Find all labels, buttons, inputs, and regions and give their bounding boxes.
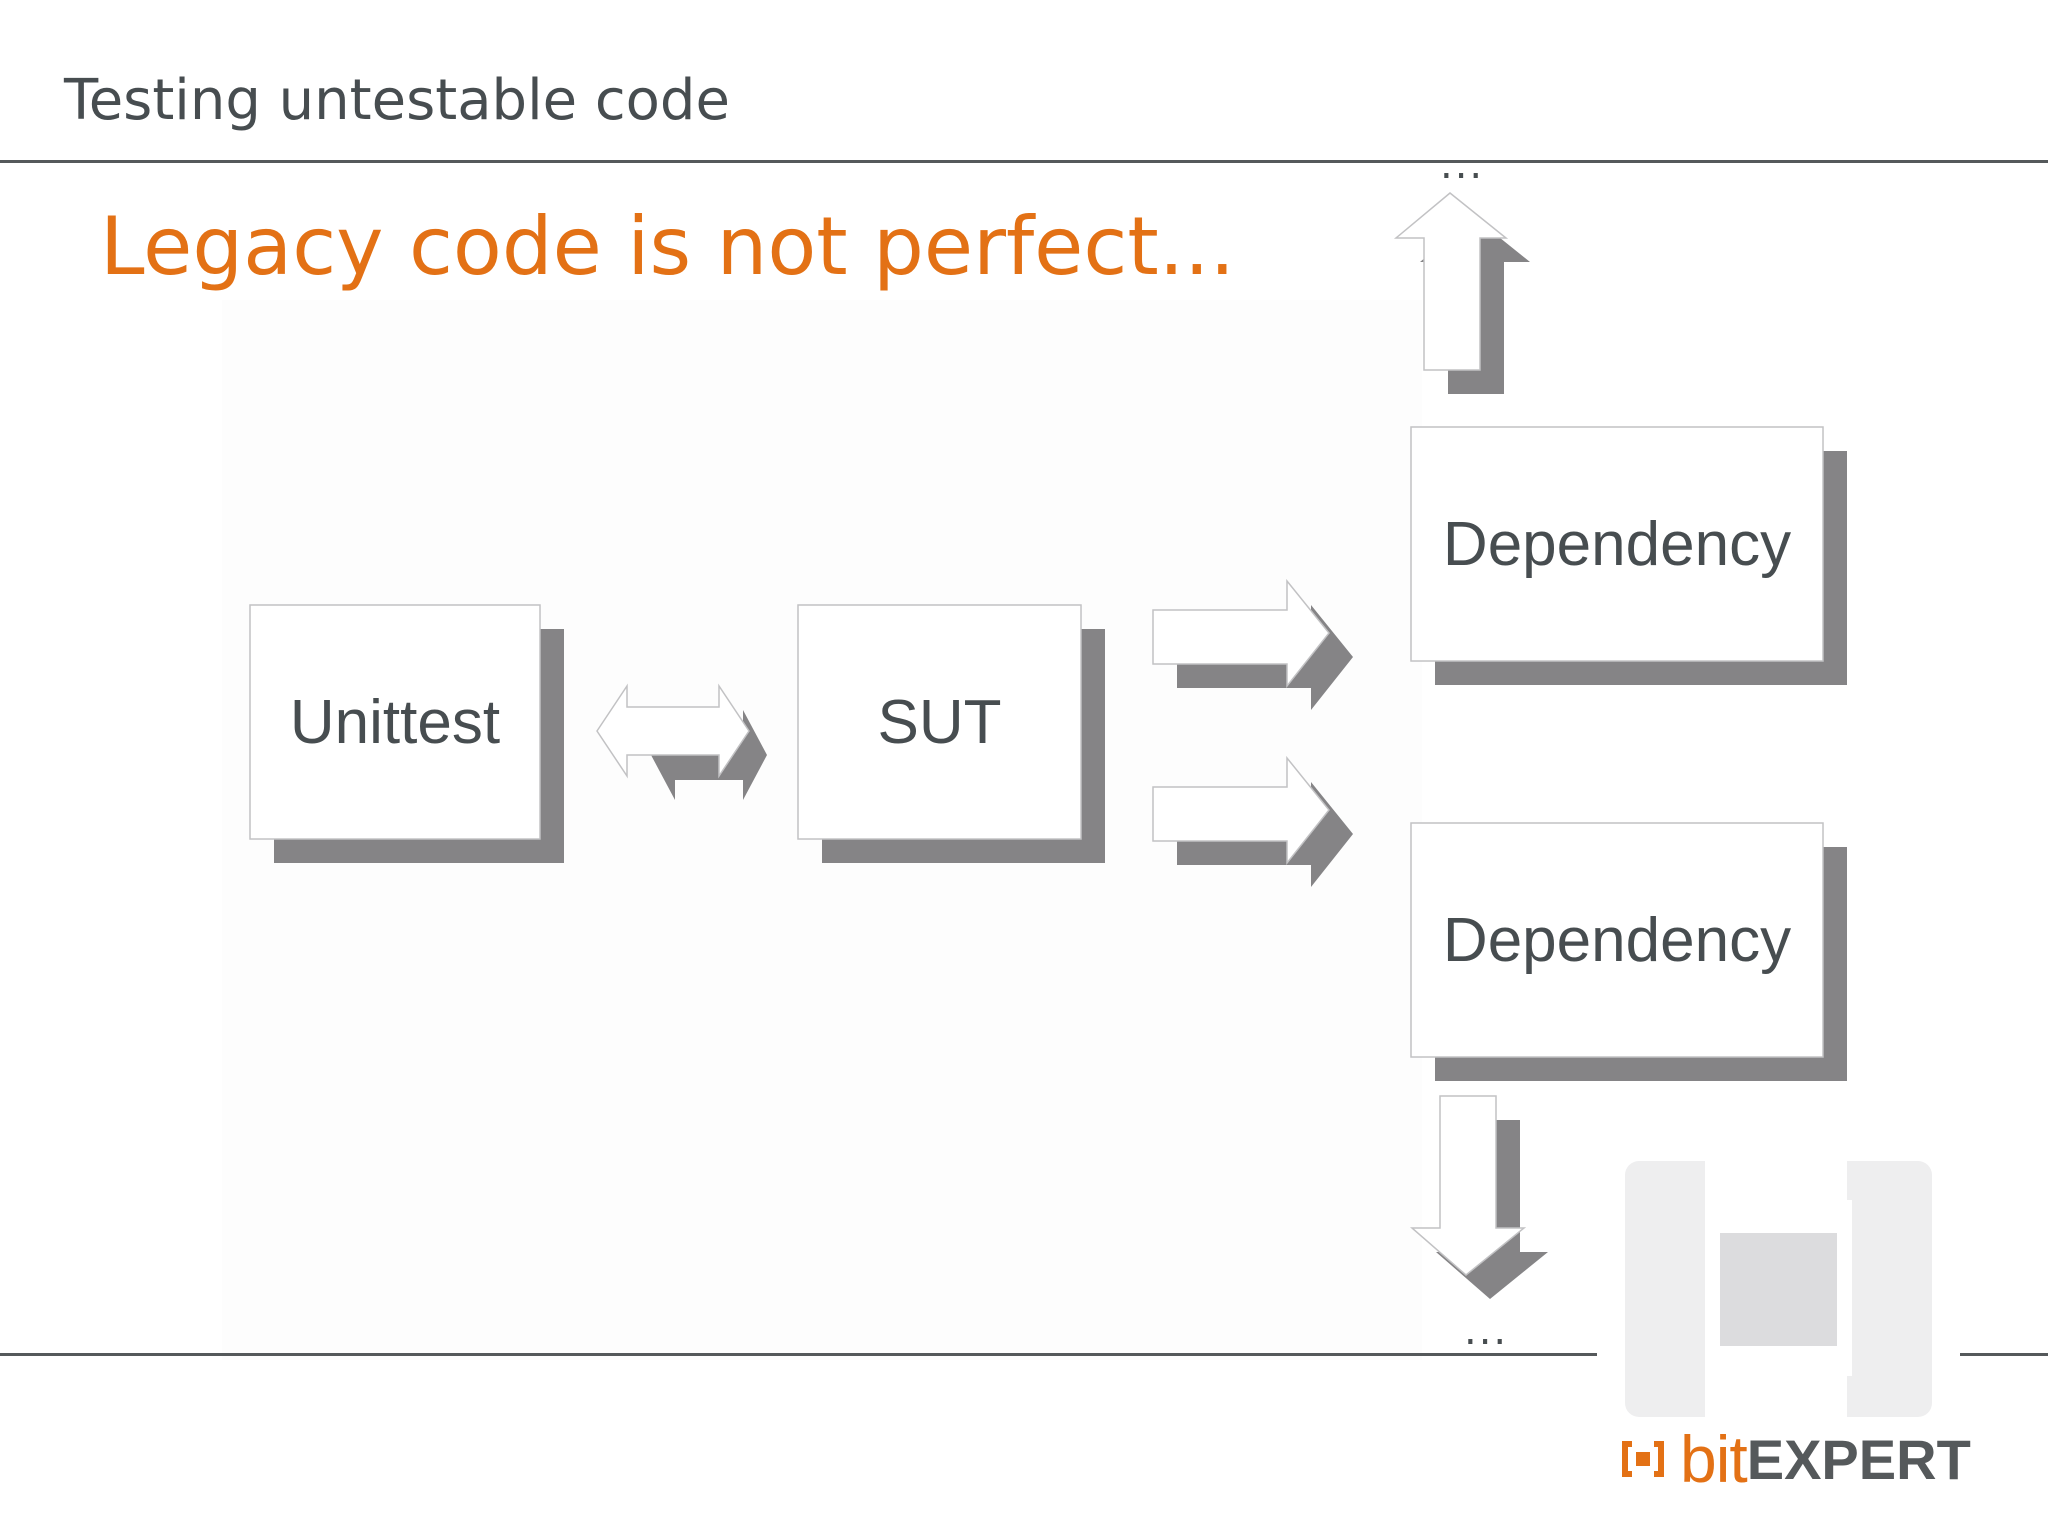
dependency-box-bottom bbox=[1410, 822, 1847, 1081]
sut-box bbox=[797, 604, 1105, 863]
footer-rule-right bbox=[1960, 1353, 2048, 1356]
arrow-up bbox=[1393, 192, 1530, 394]
arrow-sut-to-dependency-top bbox=[1152, 578, 1353, 710]
arrow-down bbox=[1409, 1095, 1548, 1299]
slide-header: Testing untestable code bbox=[64, 68, 730, 133]
bitexpert-logo: bit EXPERT bbox=[1620, 1422, 1971, 1496]
dependency-top-label: Dependency bbox=[1442, 509, 1792, 579]
footer-rule-left bbox=[0, 1353, 1597, 1356]
unittest-label: Unittest bbox=[289, 687, 501, 757]
logo-bracket-gap-bottom bbox=[1705, 1376, 1847, 1417]
arrow-sut-to-dependency-bottom bbox=[1152, 755, 1353, 887]
logo-bracket-gap-top bbox=[1705, 1161, 1847, 1200]
dependency-bottom-label: Dependency bbox=[1442, 905, 1792, 975]
header-rule bbox=[0, 160, 2048, 163]
dependency-box-top bbox=[1410, 426, 1847, 685]
ellipsis-bottom: ... bbox=[1464, 1308, 1509, 1354]
sut-label: SUT bbox=[877, 687, 1002, 757]
logo-bracket-icon bbox=[1622, 1441, 1664, 1477]
logo-text-bit: bit bbox=[1680, 1422, 1748, 1496]
ellipsis-top: ... bbox=[1440, 142, 1485, 188]
bitexpert-logo-mark bbox=[1625, 1161, 1932, 1417]
unittest-box bbox=[249, 604, 564, 863]
slide-headline: Legacy code is not perfect... bbox=[100, 200, 1235, 293]
double-arrow-unittest-sut bbox=[596, 683, 767, 800]
logo-text-expert: EXPERT bbox=[1746, 1427, 1971, 1491]
